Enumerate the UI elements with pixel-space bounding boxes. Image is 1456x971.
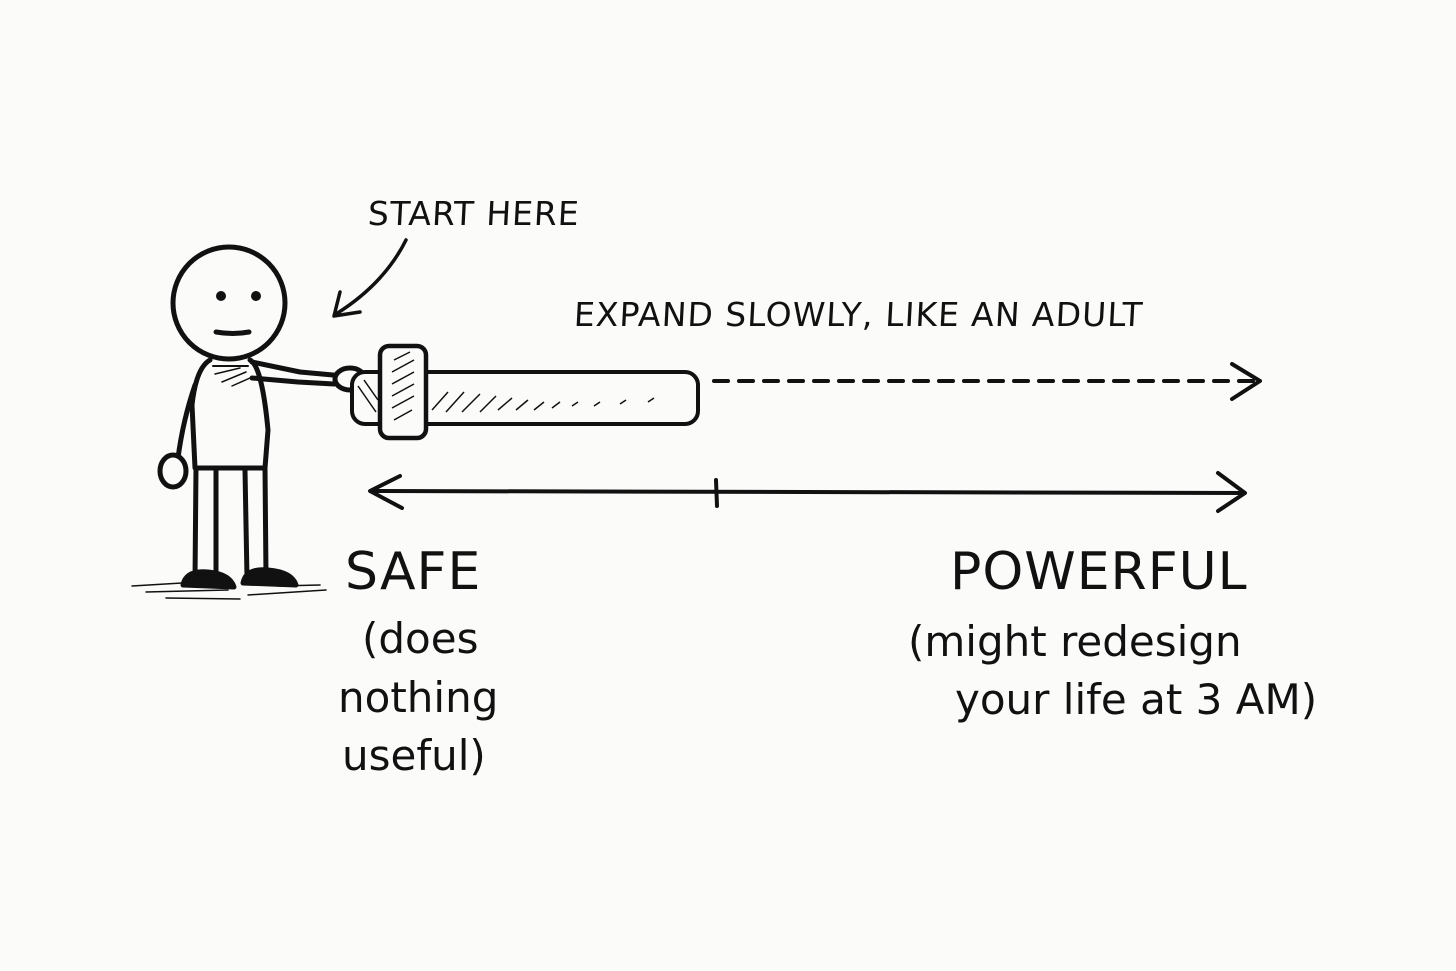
safe-note-line-2: nothing	[338, 673, 499, 722]
powerful-note-line-1: (might redesign	[908, 617, 1242, 666]
double-arrow-icon	[368, 471, 1247, 513]
safe-note-line-1: (does	[362, 614, 479, 663]
curved-arrow-icon	[332, 238, 408, 318]
slider-track	[350, 370, 700, 426]
slider-handle-icon[interactable]	[377, 343, 429, 441]
stick-figure-icon	[157, 244, 368, 590]
safe-note-line-3: useful)	[342, 731, 486, 780]
start-here-label: START HERE	[366, 194, 581, 233]
dashed-arrow-icon	[712, 362, 1262, 401]
expand-label: EXPAND SLOWLY, LIKE AN ADULT	[572, 295, 1145, 334]
powerful-label: POWERFUL	[950, 542, 1248, 602]
safe-label: SAFE	[345, 542, 482, 602]
powerful-note-line-2: your life at 3 AM)	[955, 675, 1318, 724]
